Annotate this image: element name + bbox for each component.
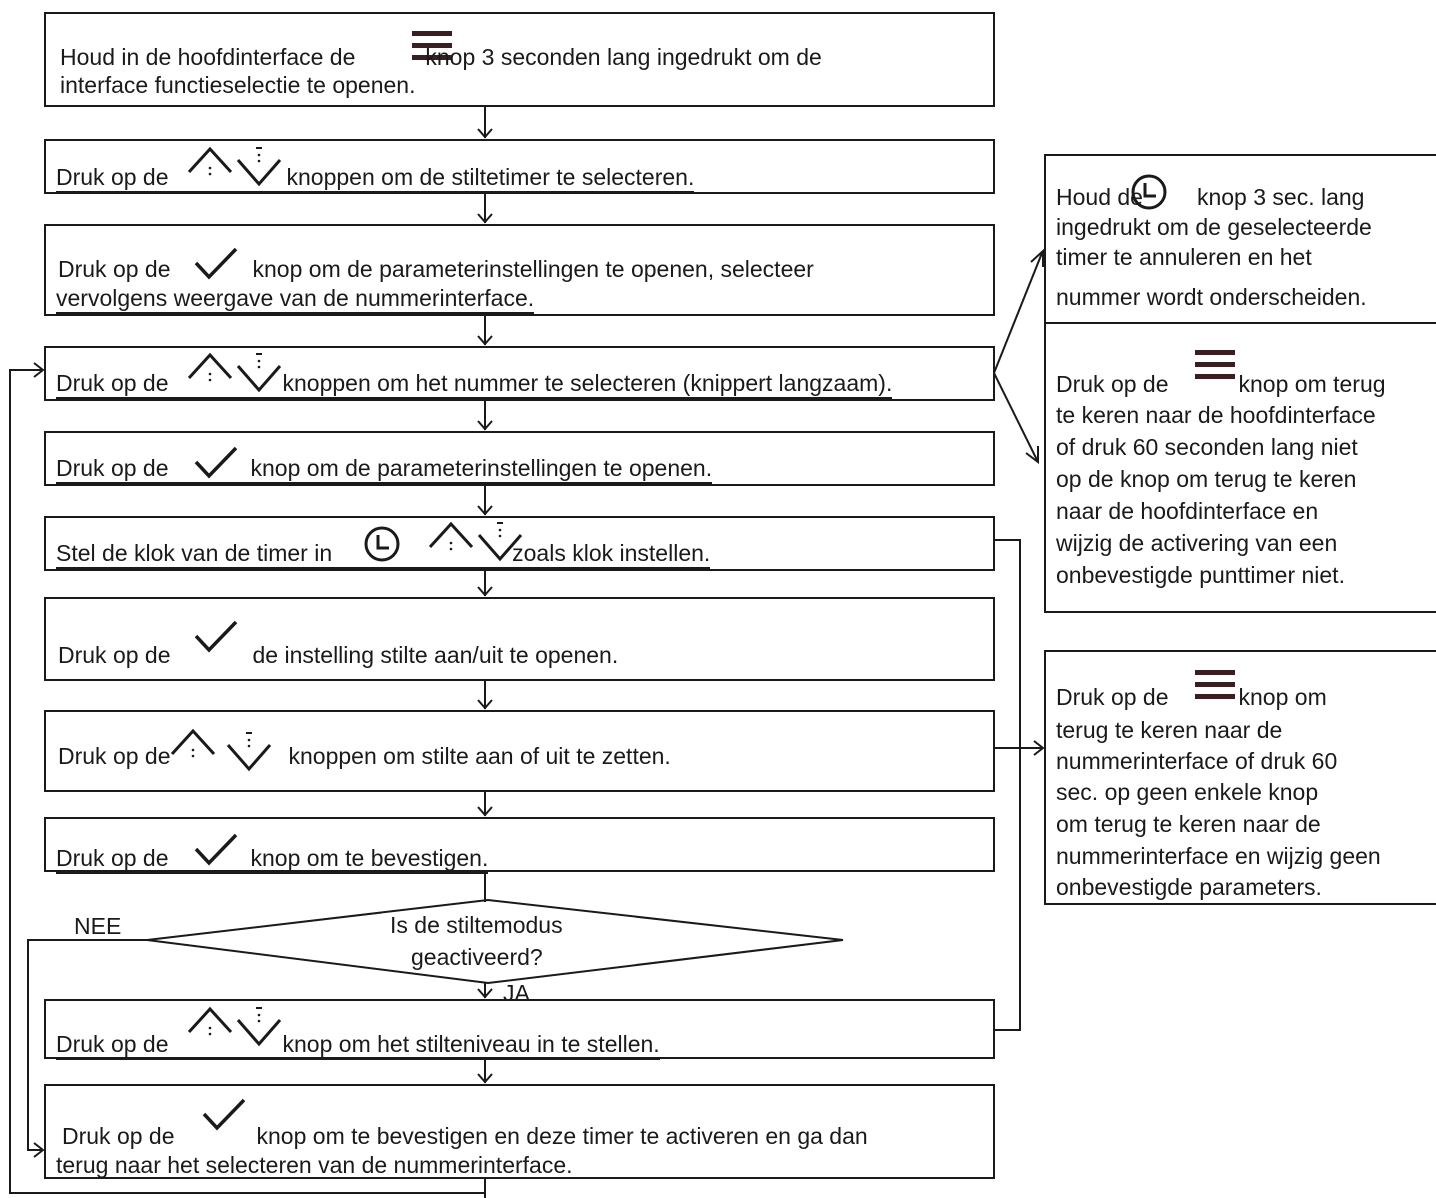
side-note-back-main-line-3: of druk 60 seconden lang niet (1056, 434, 1358, 460)
step-box-11 (44, 1084, 995, 1179)
decision-question-line-1: Is de stiltemodus (390, 912, 563, 938)
side-note-cancel-line-2: ingedrukt om de geselecteerde (1056, 214, 1372, 240)
side-note-back-main-line-7: onbevestigde punttimer niet. (1056, 562, 1345, 588)
step-box-2 (44, 139, 995, 194)
yes-label: JA (503, 980, 530, 1006)
step-box-3 (44, 224, 995, 316)
step-box-6 (44, 516, 995, 571)
side-note-cancel-line-4: nummer wordt onderscheiden. (1056, 284, 1367, 310)
side-note-box-back-number (1044, 650, 1436, 905)
side-note-back-main-line-4: op de knop om terug te keren (1056, 466, 1357, 492)
step-box-5 (44, 431, 995, 486)
connector-to-back-main (993, 372, 1038, 461)
bracket-connector (994, 539, 1021, 1031)
side-note-back-main-line-5: naar de hoofdinterface en (1056, 498, 1319, 524)
no-label: NEE (74, 913, 122, 939)
side-note-back-number-line-3: nummerinterface of druk 60 (1056, 748, 1338, 774)
no-branch-connector (27, 939, 147, 1151)
side-note-back-number-line-4: sec. op geen enkele knop (1056, 779, 1319, 805)
step-box-7 (44, 597, 995, 681)
main-flow-connectors (477, 106, 493, 1198)
side-note-back-main-line-6: wijzig de activering van een (1056, 530, 1338, 556)
side-note-back-main-line-2: te keren naar de hoofdinterface (1056, 402, 1376, 428)
step-3-line-2: vervolgens weergave van de nummerinterfa… (56, 284, 535, 314)
step-box-9 (44, 817, 995, 872)
side-note-back-number-line-6: nummerinterface en wijzig geen (1056, 843, 1381, 869)
loop-back-connector (9, 369, 485, 1194)
step-11-line-2: terug naar het selecteren van de nummeri… (56, 1152, 573, 1178)
side-note-back-number-line-2: terug te keren naar de (1056, 717, 1283, 743)
decision-diamond (146, 898, 844, 985)
side-note-back-number-line-5: om terug te keren naar de (1056, 811, 1321, 837)
step-box-8 (44, 710, 995, 792)
side-note-back-number-line-7: onbevestigde parameters. (1056, 874, 1322, 900)
side-note-box-back-main (1044, 322, 1436, 613)
step-1-line-2: interface functieselectie te openen. (60, 72, 416, 98)
step-box-1 (44, 12, 995, 107)
side-note-cancel-line-3: timer te annuleren en het (1056, 244, 1312, 270)
connector-to-cancel (993, 252, 1043, 374)
decision-question-line-2: geactiveerd? (411, 944, 543, 970)
